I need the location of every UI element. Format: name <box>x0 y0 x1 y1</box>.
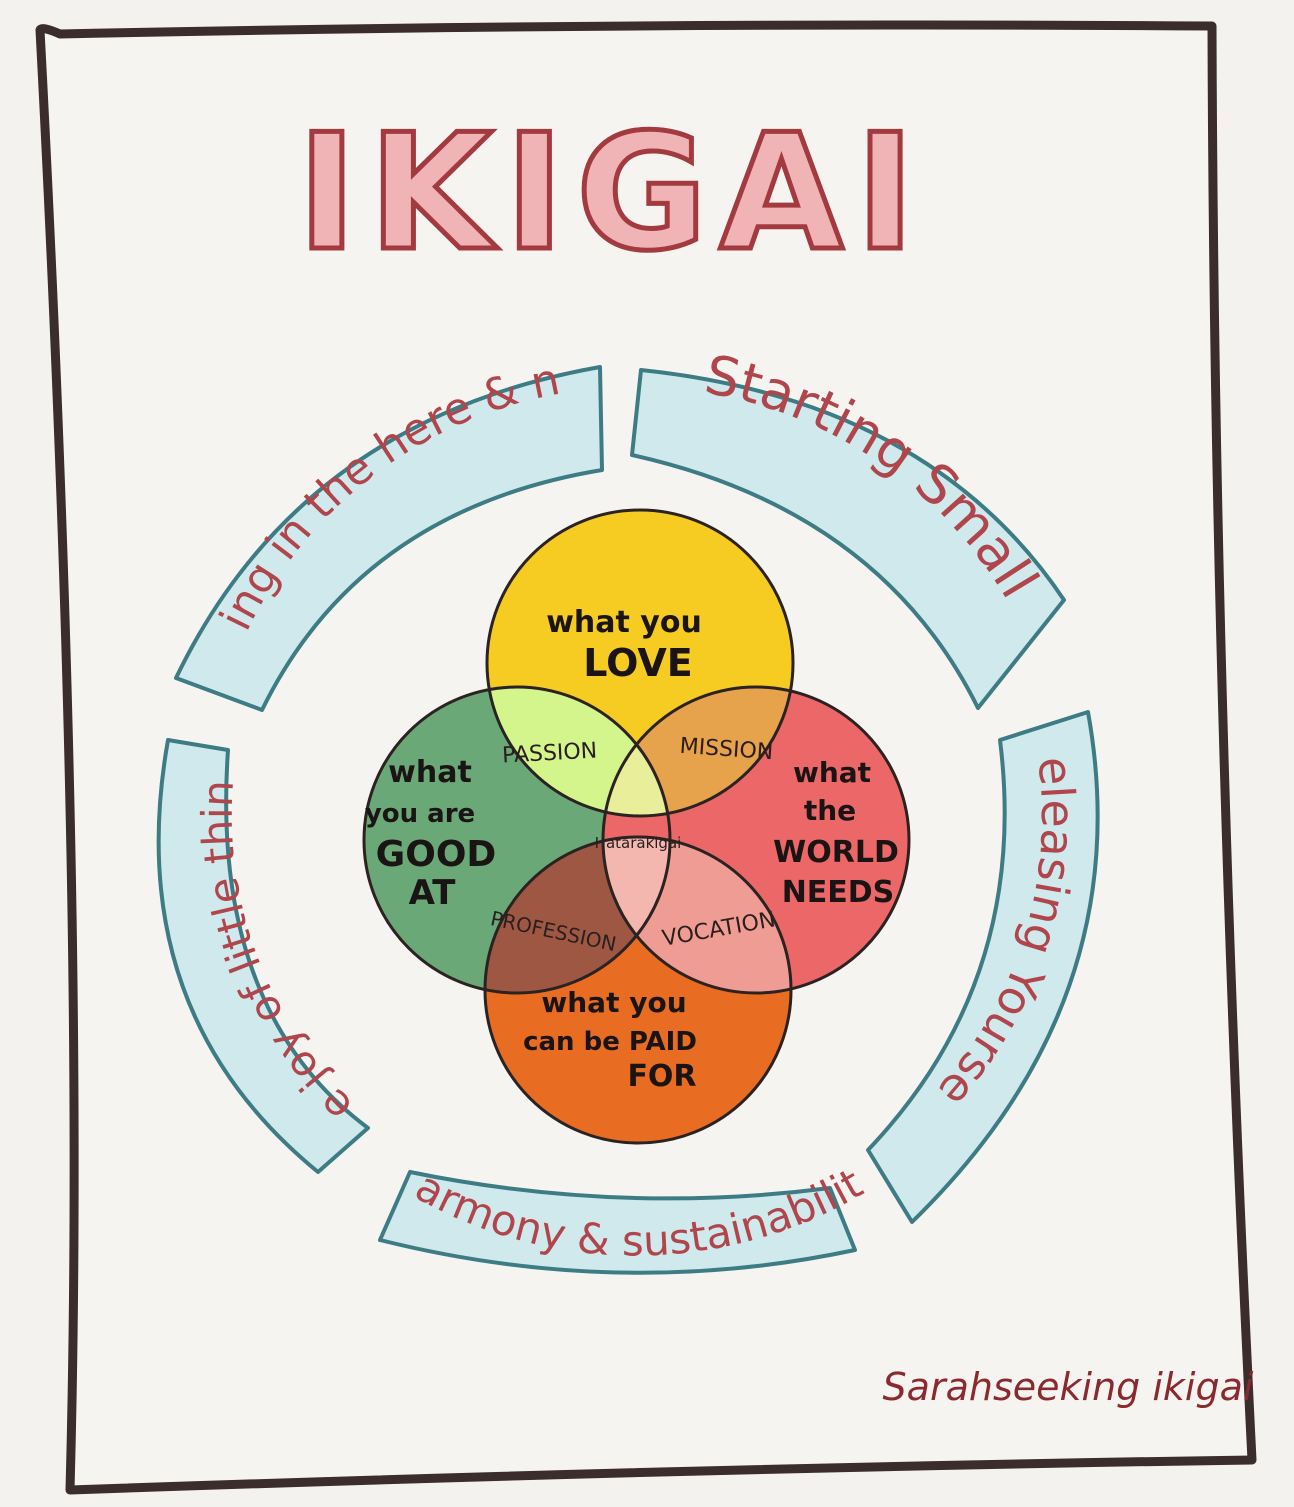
band-joy-little-things <box>156 738 370 1174</box>
band-harmony <box>378 1170 857 1275</box>
outline-paid-for <box>483 835 793 1145</box>
paid-for-label-line3: FOR <box>627 1059 696 1094</box>
band-being-here-now <box>174 365 604 712</box>
band-starting-small <box>630 368 1066 710</box>
good-at-label-line2: you are <box>365 799 475 829</box>
paid-for-label-line1: what you <box>541 986 686 1019</box>
page-title: IKIGAI <box>297 99 927 286</box>
love-label-line1: what you <box>546 605 702 640</box>
band-releasing-yourself <box>866 710 1100 1224</box>
center-label: Hatarakigai <box>595 834 682 852</box>
world-needs-label-line2: the <box>804 794 856 827</box>
outline-love <box>485 508 795 818</box>
world-needs-label-line3: WORLD <box>773 835 899 870</box>
circle-labels: what you LOVE what you are GOOD AT what … <box>365 605 899 1094</box>
overlap-passion <box>487 687 670 816</box>
pillar-bands <box>156 365 1100 1275</box>
venn-diagram <box>362 508 911 1145</box>
overlap-mission <box>603 687 793 816</box>
signature: Sarahseeking ikigai <box>883 1365 1254 1409</box>
world-needs-label-line1: what <box>793 756 871 789</box>
world-needs-label-line4: NEEDS <box>782 875 895 910</box>
paid-for-label-line2: can be PAID <box>523 1027 697 1057</box>
good-at-label-line1: what <box>388 755 472 790</box>
good-at-label-line3: GOOD <box>376 834 497 875</box>
good-at-label-line4: AT <box>409 873 457 913</box>
passion-label: PASSION <box>502 739 598 769</box>
love-label-line2: LOVE <box>583 641 693 685</box>
